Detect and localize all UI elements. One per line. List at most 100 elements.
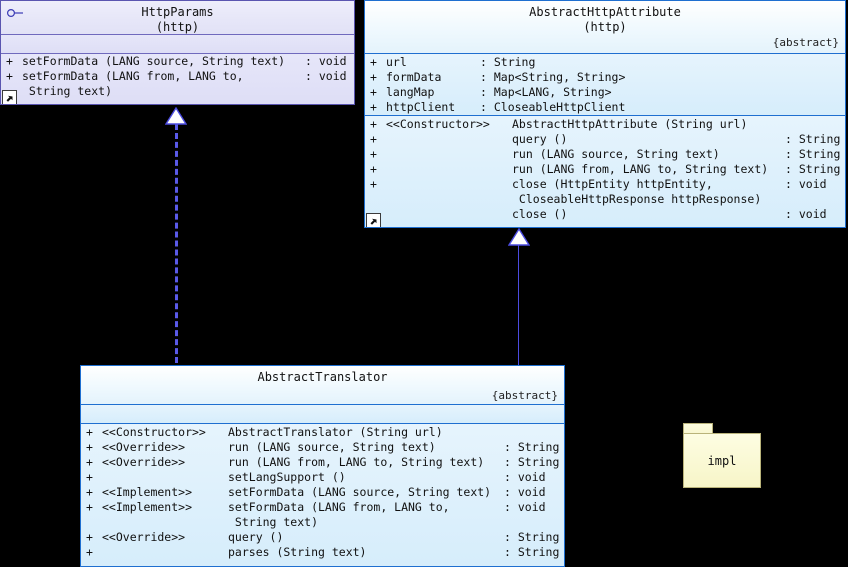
op-visibility: +	[86, 440, 93, 454]
op-visibility: +	[370, 177, 377, 191]
op-signature: query ()	[228, 530, 284, 544]
table-row[interactable]: + formData : Map<String, String>	[365, 70, 845, 85]
table-row[interactable]: + <<Constructor>> AbstractTranslator (St…	[81, 425, 564, 440]
op-type	[504, 515, 564, 530]
op-visibility	[365, 192, 386, 207]
abstracthttpattribute-class-name: AbstractHttpAttribute	[529, 5, 681, 19]
op-type: : void	[504, 485, 546, 499]
attr-visibility: +	[370, 55, 377, 69]
table-row[interactable]: + <<Override>> run (LANG from, LANG to, …	[81, 455, 564, 470]
package-impl[interactable]: impl	[683, 423, 761, 488]
op-stereotype: <<Implement>>	[102, 485, 193, 499]
op-type: : void	[785, 207, 827, 221]
op-stereotype	[386, 192, 512, 207]
table-row[interactable]: CloseableHttpResponse httpResponse)	[365, 192, 845, 207]
table-row[interactable]: + setLangSupport () : void	[81, 470, 564, 485]
op-stereotype	[386, 207, 512, 222]
connector-realization-line[interactable]	[175, 124, 178, 372]
op-visibility: +	[86, 470, 93, 484]
table-row[interactable]: + run (LANG source, String text) : Strin…	[365, 147, 845, 162]
op-type: : void	[305, 54, 347, 68]
table-row[interactable]: String text)	[81, 515, 564, 530]
table-row[interactable]: + <<Implement>> setFormData (LANG from, …	[81, 500, 564, 515]
table-row[interactable]: + setFormData (LANG from, LANG to, : voi…	[1, 69, 354, 84]
attr-visibility: +	[370, 70, 377, 84]
class-box-abstracttranslator[interactable]: AbstractTranslator {abstract} + <<Constr…	[80, 365, 565, 567]
op-stereotype: <<Implement>>	[102, 500, 193, 514]
table-row[interactable]: String text)	[1, 84, 354, 99]
op-type	[305, 84, 354, 99]
op-signature: run (LANG source, String text)	[228, 440, 436, 454]
table-row[interactable]: close () : void	[365, 207, 845, 222]
connector-realization-arrowhead	[165, 107, 187, 125]
attr-name: langMap	[386, 85, 435, 99]
httpparams-operations-table: + setFormData (LANG source, String text)…	[1, 54, 354, 99]
abstracttranslator-header: AbstractTranslator {abstract}	[81, 366, 564, 404]
op-visibility: +	[370, 117, 377, 131]
table-row[interactable]: + url : String	[365, 55, 845, 70]
op-signature: run (LANG from, LANG to, String text)	[512, 162, 769, 176]
abstracthttpattribute-abstract-tag: {abstract}	[772, 36, 839, 49]
op-type: : String	[785, 132, 841, 146]
table-row[interactable]: + parses (String text) : String	[81, 545, 564, 560]
op-signature: AbstractHttpAttribute (String url)	[512, 117, 748, 131]
op-signature: CloseableHttpResponse httpResponse)	[512, 192, 762, 206]
table-row[interactable]: + langMap : Map<LANG, String>	[365, 85, 845, 100]
op-visibility: +	[86, 530, 93, 544]
op-stereotype	[386, 147, 512, 162]
class-box-httpparams[interactable]: HttpParams (http) + setFormData (LANG so…	[0, 0, 355, 105]
class-box-abstracthttpattribute[interactable]: AbstractHttpAttribute (http) {abstract} …	[364, 0, 846, 228]
op-signature: String text)	[22, 84, 113, 98]
table-row[interactable]: + close (HttpEntity httpEntity, : void	[365, 177, 845, 192]
op-type	[504, 425, 564, 440]
httpparams-operations-section: + setFormData (LANG source, String text)…	[1, 53, 354, 104]
op-stereotype	[102, 515, 228, 530]
table-row[interactable]: + setFormData (LANG source, String text)…	[1, 54, 354, 69]
op-stereotype: <<Constructor>>	[102, 425, 206, 439]
op-signature: query ()	[512, 132, 568, 146]
table-row[interactable]: + query () : String	[365, 132, 845, 147]
abstracthttpattribute-header: AbstractHttpAttribute (http) {abstract}	[365, 1, 845, 53]
op-signature: setFormData (LANG from, LANG to,	[22, 69, 244, 83]
table-row[interactable]: + httpClient : CloseableHttpClient	[365, 100, 845, 115]
attr-type: : CloseableHttpClient	[480, 100, 626, 114]
op-type: : String	[504, 455, 560, 469]
op-type: : void	[504, 500, 546, 514]
interface-lollipop-icon	[6, 8, 23, 18]
abstracthttpattribute-package-name: (http)	[583, 20, 627, 34]
abstracthttpattribute-attributes-section: + url : String + formData : Map<String, …	[365, 53, 845, 115]
package-folder-body: impl	[683, 433, 761, 488]
table-row[interactable]: + run (LANG from, LANG to, String text) …	[365, 162, 845, 177]
op-signature: close (HttpEntity httpEntity,	[512, 177, 713, 191]
table-row[interactable]: + <<Implement>> setFormData (LANG source…	[81, 485, 564, 500]
table-row[interactable]: + <<Override>> run (LANG source, String …	[81, 440, 564, 455]
table-row[interactable]: + <<Override>> query () : String	[81, 530, 564, 545]
httpparams-class-name: HttpParams	[141, 5, 214, 19]
attr-type: : Map<LANG, String>	[480, 85, 612, 99]
op-visibility: +	[370, 132, 377, 146]
op-visibility: +	[86, 425, 93, 439]
op-stereotype: <<Override>>	[102, 455, 186, 469]
expand-badge-icon[interactable]	[2, 90, 17, 104]
attr-visibility: +	[370, 85, 377, 99]
op-stereotype	[386, 162, 512, 177]
op-type: : String	[785, 147, 841, 161]
attr-name: url	[386, 55, 407, 69]
connector-generalization-arrowhead	[508, 228, 530, 246]
table-row[interactable]: + <<Constructor>> AbstractHttpAttribute …	[365, 117, 845, 132]
op-type: : void	[305, 69, 347, 83]
op-visibility: +	[86, 545, 93, 559]
op-type	[785, 192, 845, 207]
connector-generalization-line[interactable]	[518, 245, 519, 372]
op-type: : String	[504, 530, 560, 544]
op-stereotype	[102, 545, 228, 560]
abstracthttpattribute-operations-section: + <<Constructor>> AbstractHttpAttribute …	[365, 115, 845, 227]
op-stereotype	[102, 470, 228, 485]
op-stereotype: <<Override>>	[102, 440, 186, 454]
op-visibility: +	[86, 500, 93, 514]
httpparams-header: HttpParams (http)	[1, 1, 354, 34]
op-type: : void	[504, 470, 546, 484]
op-signature: setFormData (LANG from, LANG to,	[228, 500, 450, 514]
expand-badge-icon[interactable]	[366, 213, 381, 227]
